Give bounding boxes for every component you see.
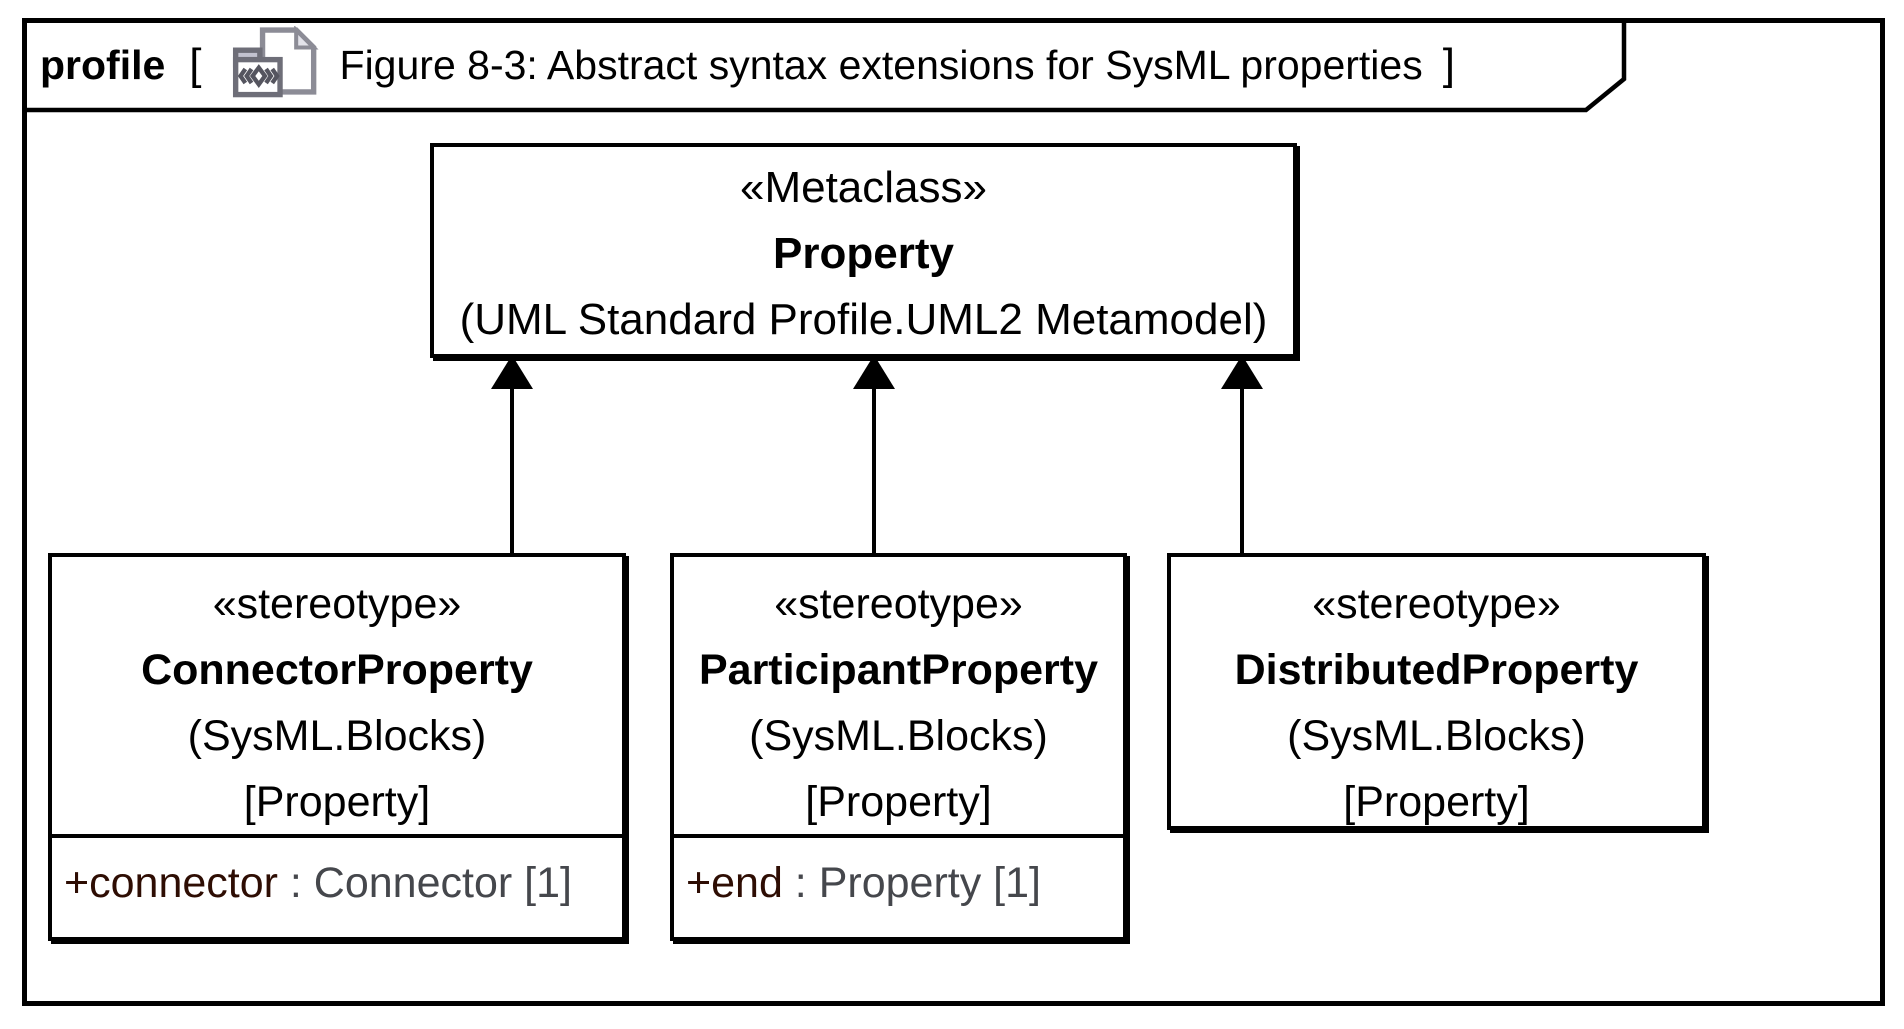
base-metaclass-label: [Property] [805,778,992,826]
participantproperty-box: «stereotype» ParticipantProperty (SysML.… [670,553,1127,941]
metaclass-stereotype-label: «Metaclass» [739,163,987,212]
participantproperty-attribute-compartment: +end : Property [1] [674,838,1123,929]
attribute-separator: : [782,859,819,907]
metaclass-package-label: (UML Standard Profile.UML2 Metamodel) [459,295,1268,344]
frame-keyword: profile [40,41,166,88]
open-bracket: [ [189,40,202,89]
attribute-name: +connector [64,859,278,907]
distributedproperty-name-compartment: «stereotype» DistributedProperty (SysML.… [1171,557,1702,826]
participantproperty-name-compartment: «stereotype» ParticipantProperty (SysML.… [674,557,1123,838]
stereotype-label: «stereotype» [212,580,462,628]
generalization-arrowhead-distributedproperty [1221,355,1263,389]
connectorproperty-attribute-compartment: +connector : Connector [1] [52,838,622,929]
package-label: (SysML.Blocks) [749,712,1048,760]
distributedproperty-box: «stereotype» DistributedProperty (SysML.… [1167,553,1706,830]
attribute-name: +end [686,859,783,907]
stereotype-name: ConnectorProperty [141,646,533,694]
metaclass-name: Property [773,229,954,278]
profile-diagram-icon [232,26,319,98]
frame-header: profile [ Figure 8-3: Abstract syntax ex… [40,22,1455,108]
connectorproperty-box: «stereotype» ConnectorProperty (SysML.Bl… [48,553,626,941]
stereotype-label: «stereotype» [774,580,1023,628]
base-metaclass-label: [Property] [1343,778,1530,826]
attribute-type: Connector [1] [313,859,572,907]
generalization-line-connectorproperty [510,386,514,553]
generalization-line-participantproperty [872,386,876,553]
generalization-arrowhead-participantproperty [853,355,895,389]
generalization-line-distributedproperty [1240,386,1244,553]
connectorproperty-name-compartment: «stereotype» ConnectorProperty (SysML.Bl… [52,557,622,838]
diagram-title: Figure 8-3: Abstract syntax extensions f… [339,41,1423,88]
stereotype-name: ParticipantProperty [698,646,1099,694]
metaclass-property-box: «Metaclass» Property (UML Standard Profi… [430,143,1297,358]
generalization-arrowhead-connectorproperty [491,355,533,389]
stereotype-label: «stereotype» [1312,580,1561,628]
close-bracket: ] [1442,40,1455,89]
attribute-type: Property [1] [818,859,1041,907]
package-label: (SysML.Blocks) [1287,712,1586,760]
package-label: (SysML.Blocks) [187,712,487,760]
base-metaclass-label: [Property] [243,778,431,826]
attribute-separator: : [277,859,314,907]
stereotype-name: DistributedProperty [1234,646,1639,694]
